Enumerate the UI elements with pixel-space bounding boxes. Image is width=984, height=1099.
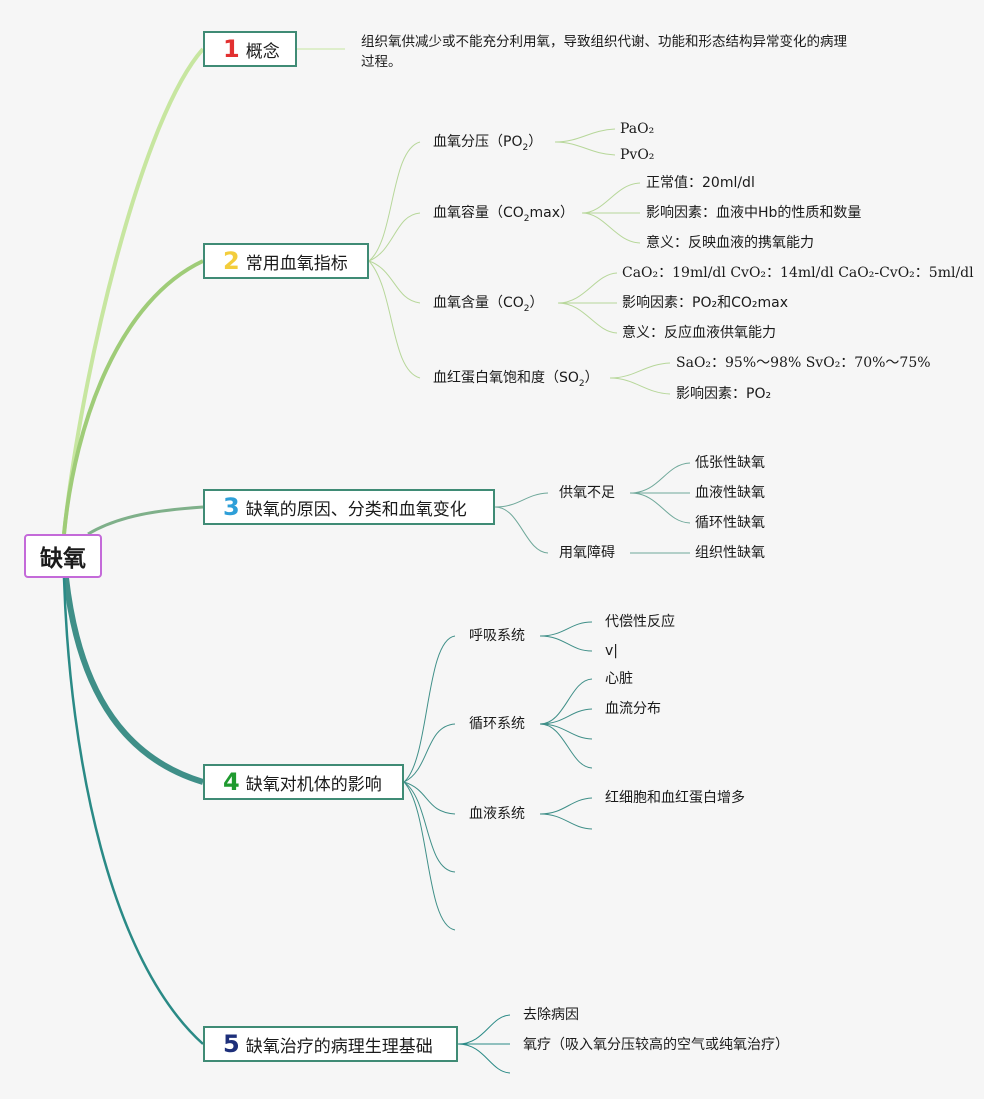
leaf-rbc-hb-increase: 红细胞和血红蛋白增多 xyxy=(605,790,745,806)
node-po2[interactable]: 血氧分压（PO2） xyxy=(433,134,543,153)
link-root-b5 xyxy=(62,577,204,1045)
number-3-icon: 3 xyxy=(223,493,240,521)
leaf-oxygen-therapy: 氧疗（吸入氧分压较高的空气或纯氧治疗） xyxy=(523,1037,789,1053)
root-node[interactable]: 缺氧 xyxy=(24,534,102,578)
branch-5-treatment-basis[interactable]: 5 缺氧治疗的病理生理基础 xyxy=(203,1026,458,1062)
link-root-b3 xyxy=(87,505,204,536)
leaf-hypotonic-hypoxia: 低张性缺氧 xyxy=(695,455,765,471)
branch-3-label: 缺氧的原因、分类和血氧变化 xyxy=(245,499,467,520)
node-co2[interactable]: 血氧含量（CO2） xyxy=(433,295,544,314)
leaf-compensatory-response: 代偿性反应 xyxy=(605,614,675,630)
node-oxygen-utilization-disorder[interactable]: 用氧障碍 xyxy=(559,545,615,561)
root-label: 缺氧 xyxy=(40,546,86,572)
number-1-icon: 1 xyxy=(223,35,240,63)
leaf-co2max-normal: 正常值：20ml/dl xyxy=(646,175,755,191)
leaf-pao2: PaO₂ xyxy=(620,121,655,137)
leaf-co2-values: CaO₂：19ml/dl CvO₂：14ml/dl CaO₂-CvO₂：5ml/… xyxy=(622,265,974,281)
leaf-co2max-factors: 影响因素：血液中Hb的性质和数量 xyxy=(646,205,862,221)
leaf-co2-meaning: 意义：反应血液供氧能力 xyxy=(622,325,776,341)
branch-4-effects-on-body[interactable]: 4 缺氧对机体的影响 xyxy=(203,764,404,800)
leaf-heart: 心脏 xyxy=(605,671,633,687)
branch-1-concept[interactable]: 1 概念 xyxy=(203,31,297,67)
branch-3-causes-classification[interactable]: 3 缺氧的原因、分类和血氧变化 xyxy=(203,489,495,525)
leaf-hemic-hypoxia: 血液性缺氧 xyxy=(695,485,765,501)
concept-definition: 组织氧供减少或不能充分利用氧，导致组织代谢、功能和形态结构异常变化的病理过程。 xyxy=(361,34,847,70)
link-root-b4 xyxy=(63,577,204,785)
node-blood-system[interactable]: 血液系统 xyxy=(469,806,525,822)
leaf-so2-factors: 影响因素：PO₂ xyxy=(676,386,772,402)
node-co2max[interactable]: 血氧容量（CO2max） xyxy=(433,205,575,224)
leaf-co2max-meaning: 意义：反映血液的携氧能力 xyxy=(646,235,814,251)
node-so2[interactable]: 血红蛋白氧饱和度（SO2） xyxy=(433,370,599,389)
leaf-blood-flow-distribution: 血流分布 xyxy=(605,701,661,717)
number-5-icon: 5 xyxy=(223,1030,240,1058)
link-root-b1 xyxy=(62,47,205,535)
node-circulatory-system[interactable]: 循环系统 xyxy=(469,716,525,732)
branch-1-label: 概念 xyxy=(245,41,280,62)
number-2-icon: 2 xyxy=(223,247,240,275)
branch-2-label: 常用血氧指标 xyxy=(245,253,348,274)
branch-4-label: 缺氧对机体的影响 xyxy=(245,774,382,795)
leaf-histogenous-hypoxia: 组织性缺氧 xyxy=(695,545,765,561)
link-root-b2 xyxy=(62,259,204,535)
leaf-circulatory-hypoxia: 循环性缺氧 xyxy=(695,515,765,531)
number-4-icon: 4 xyxy=(223,768,240,796)
leaf-v-item: v| xyxy=(605,643,619,659)
branch-2-blood-oxygen-indices[interactable]: 2 常用血氧指标 xyxy=(203,243,369,279)
node-respiratory-system[interactable]: 呼吸系统 xyxy=(469,628,525,644)
branch-5-label: 缺氧治疗的病理生理基础 xyxy=(245,1036,433,1057)
node-supply-insufficient[interactable]: 供氧不足 xyxy=(559,485,615,501)
leaf-pvo2: PvO₂ xyxy=(620,147,655,163)
leaf-remove-cause: 去除病因 xyxy=(523,1007,579,1023)
leaf-so2-values: SaO₂：95%～98% SvO₂：70%～75% xyxy=(676,355,931,371)
leaf-co2-factors: 影响因素：PO₂和CO₂max xyxy=(622,295,788,311)
